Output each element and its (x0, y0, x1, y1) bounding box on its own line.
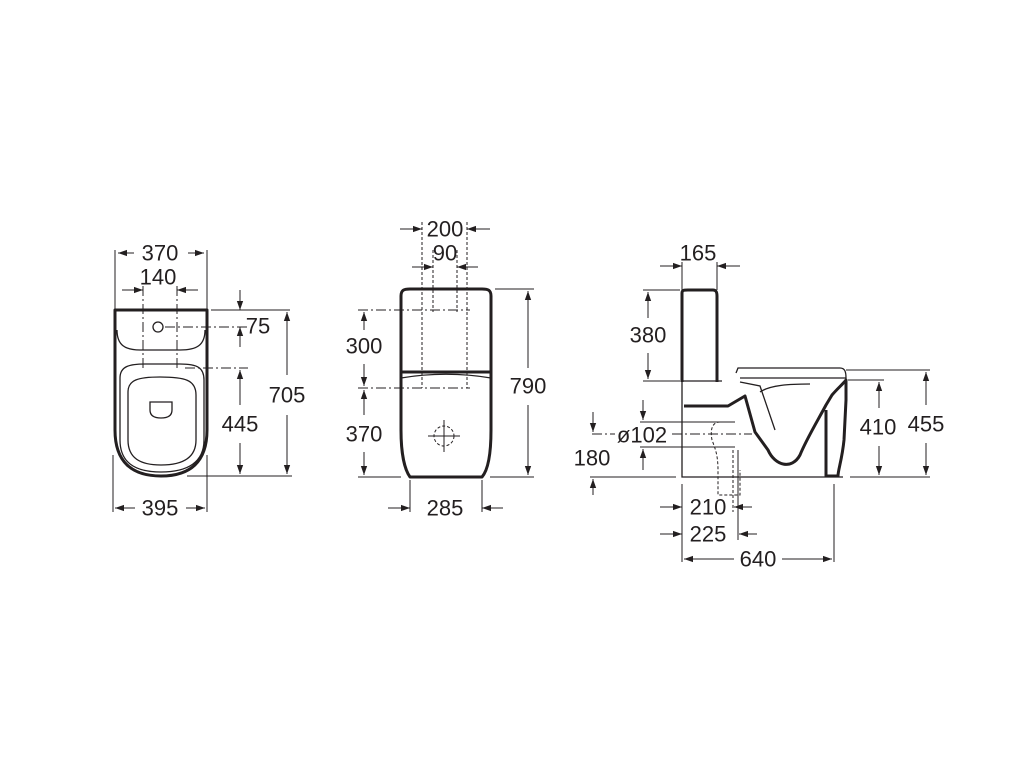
dim-370-front: 370 (346, 422, 383, 447)
bowl-outline (399, 372, 493, 479)
top-view: 370 140 75 705 445 395 (112, 241, 306, 521)
dim-165: 165 (680, 241, 717, 266)
dim-370: 370 (142, 241, 179, 266)
dim-705: 705 (269, 383, 306, 408)
dim-140: 140 (140, 265, 177, 290)
dim-225: 225 (690, 522, 727, 547)
dim-395: 395 (142, 496, 179, 521)
tank-outline (399, 287, 493, 374)
dim-90: 90 (433, 241, 457, 266)
dim-300: 300 (346, 334, 383, 359)
dim-75: 75 (246, 314, 270, 339)
side-view: 165 380 ø102 180 410 455 210 225 640 (574, 241, 945, 572)
tank-lid-outline (116, 329, 206, 351)
side-tank-outline (680, 288, 719, 382)
dim-380: 380 (630, 323, 667, 348)
dim-180: 180 (574, 446, 611, 471)
dim-640: 640 (740, 547, 777, 572)
front-view: 200 90 300 370 790 285 (346, 217, 547, 521)
top-view-outline (113, 308, 209, 478)
inlet-hole-icon (152, 321, 164, 333)
dim-790: 790 (510, 374, 547, 399)
dim-210: 210 (690, 495, 727, 520)
dim-455: 455 (908, 412, 945, 437)
lid-outline (127, 376, 197, 466)
dim-445: 445 (222, 412, 259, 437)
dim-285: 285 (427, 496, 464, 521)
push-button-icon (149, 401, 173, 419)
seat-outline (119, 363, 205, 473)
side-bowl-outline (684, 378, 848, 478)
dim-200: 200 (427, 217, 464, 242)
dim-410: 410 (860, 415, 897, 440)
outlet-pipe-dashed (710, 421, 741, 496)
dim-diameter-102: ø102 (617, 423, 667, 448)
